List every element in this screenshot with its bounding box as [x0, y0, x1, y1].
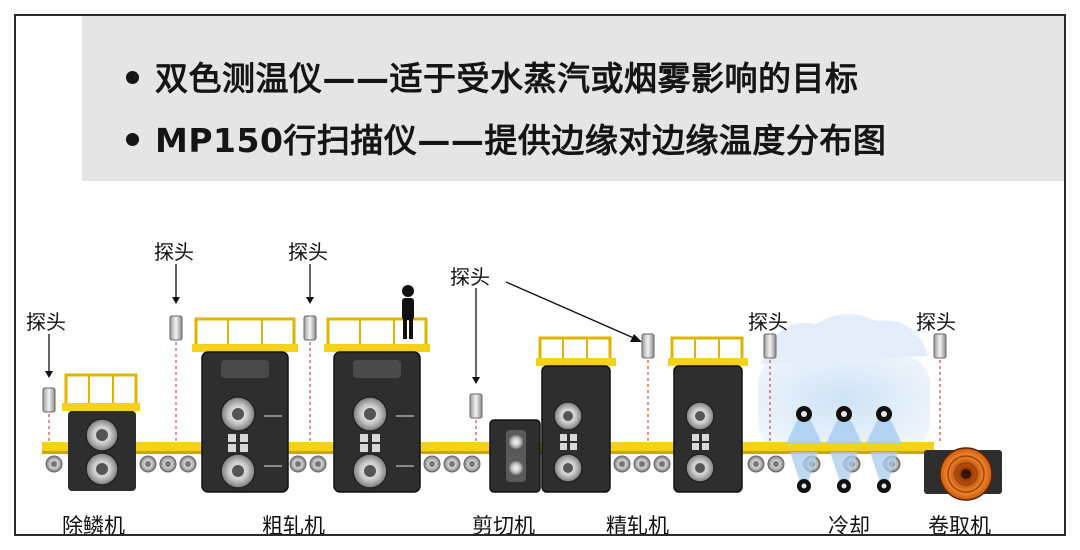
conveyor-roller-icon — [423, 455, 441, 473]
station-label-roughing: 粗轧机 — [262, 514, 325, 536]
conveyor-roller-icon — [45, 455, 63, 473]
bullet-mp150-line-scanner: MP150行扫描仪——提供边缘对边缘温度分布图 — [126, 114, 886, 162]
conveyor-roller-icon — [463, 455, 481, 473]
probe-pointer-line — [505, 281, 637, 340]
conveyor-roller-icon — [309, 455, 327, 473]
rolling-mill-scene — [42, 264, 1002, 501]
probe-label-shear-finishing: 探头 — [450, 265, 490, 289]
station-label-finishing: 精轧机 — [606, 514, 669, 536]
finishing-mill-stand-2 — [668, 336, 748, 493]
probe-label-roughing-mid: 探头 — [288, 240, 328, 264]
probe-sensor-icon — [169, 264, 183, 442]
conveyor-roller-icon — [767, 455, 785, 473]
temperature-probes — [42, 264, 947, 442]
conveyor-roller-icon — [443, 455, 461, 473]
shear-machine — [489, 419, 541, 493]
probe-sensor-icon — [42, 334, 56, 442]
conveyor-roller-icon — [289, 455, 307, 473]
bullet-text: MP150行扫描仪——提供边缘对边缘温度分布图 — [155, 121, 887, 160]
conveyor-roller-icon — [159, 455, 177, 473]
spray-nozzle-icon — [866, 406, 902, 493]
spray-nozzle-icon — [826, 406, 862, 493]
conveyor-roller-icon — [613, 455, 631, 473]
station-label-cooling: 冷却 — [828, 514, 870, 536]
bullet-dot-icon — [126, 133, 139, 146]
roughing-mill-stand-2 — [324, 317, 430, 493]
probe-sensor-icon — [641, 333, 655, 442]
descaler-guard — [64, 373, 138, 409]
cooling-sprays — [786, 406, 902, 493]
conveyor-roller-icon — [179, 455, 197, 473]
finishing-mill-stand-1 — [536, 336, 616, 493]
conveyor-roller-icon — [747, 455, 765, 473]
probe-pointer-arrowhead-icon — [630, 334, 642, 342]
probe-label-descaler: 探头 — [26, 310, 66, 334]
probe-label-roughing-entry: 探头 — [154, 240, 194, 264]
header-banner — [82, 16, 1064, 181]
station-label-coiler: 卷取机 — [928, 514, 991, 536]
operator-figure-icon — [402, 285, 414, 339]
conveyor-roller-icon — [633, 455, 651, 473]
coiler-machine — [924, 447, 1002, 501]
descaler-machine — [62, 373, 140, 491]
bullet-dot-icon — [126, 71, 139, 84]
spray-nozzle-icon — [786, 406, 822, 493]
probe-sensor-icon — [933, 333, 947, 442]
descaler-deck — [62, 403, 140, 411]
conveyor-rollers — [45, 455, 901, 473]
conveyor-roller-icon — [653, 455, 671, 473]
rail-shadow — [42, 451, 934, 454]
probe-sensor-icon — [469, 288, 483, 442]
bullet-two-color-pyrometer: 双色测温仪——适于受水蒸汽或烟雾影响的目标 — [126, 52, 859, 100]
probe-label-cooling-exit: 探头 — [916, 310, 956, 334]
conveyor-rail — [42, 442, 934, 454]
probe-label-cooling-entry: 探头 — [748, 310, 788, 334]
bullet-text: 双色测温仪——适于受水蒸汽或烟雾影响的目标 — [155, 59, 859, 98]
probe-sensor-icon — [763, 333, 777, 442]
cooling-mist — [761, 314, 928, 364]
roughing-mill-stand-1 — [192, 317, 298, 493]
rail-strip — [42, 442, 934, 451]
station-label-shear: 剪切机 — [472, 514, 535, 536]
probe-sensor-icon — [303, 264, 317, 442]
diagram-frame: 双色测温仪——适于受水蒸汽或烟雾影响的目标 MP150行扫描仪——提供边缘对边缘… — [14, 14, 1066, 536]
conveyor-roller-icon — [139, 455, 157, 473]
station-label-descaler: 除鳞机 — [62, 514, 125, 536]
